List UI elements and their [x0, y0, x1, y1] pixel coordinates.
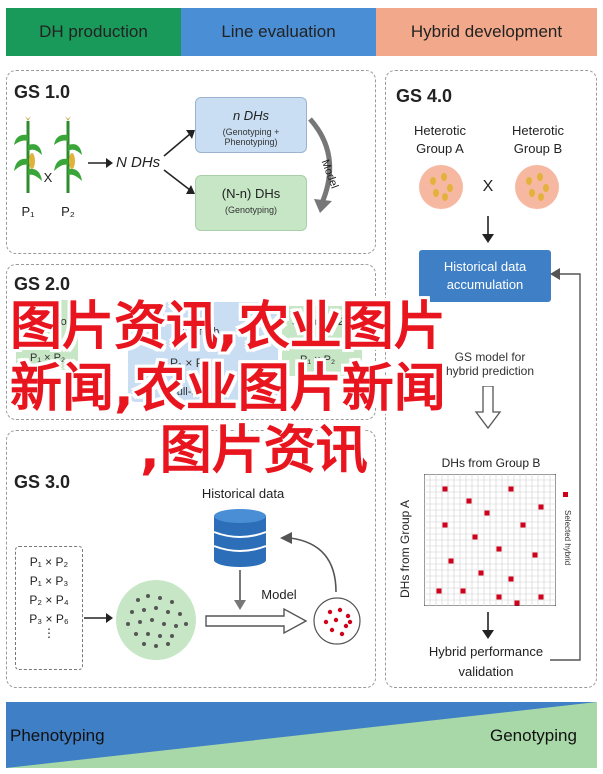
situation1-label: Situation 1 [30, 316, 82, 328]
curved-arrow-icon [280, 532, 337, 593]
tab-label: Hybrid development [410, 22, 563, 41]
historical-data-label: Historical data [201, 486, 285, 501]
selected-hybrid-cell [484, 510, 490, 516]
arrow-right-icon [84, 613, 113, 623]
gs1-panel [6, 70, 376, 254]
overlay-text-line1: 图片资讯,农业图片 [10, 297, 446, 357]
selected-hybrid-cell [466, 498, 472, 504]
tab-dh-production: DH production [6, 8, 181, 56]
selected-hybrid-cell [442, 486, 448, 492]
hybrid-grid [424, 474, 556, 606]
parent-p2-label: P₂ [61, 204, 75, 219]
corn-plant-icon [14, 116, 42, 193]
n-minus-n-dhs-box: (N-n) DHs (Genotyping) [195, 175, 307, 231]
arrow-down-icon [482, 216, 494, 243]
situation2-cross: P₁ × P₂ [300, 354, 336, 366]
tab-label: Line evaluation [221, 22, 336, 41]
database-icon [213, 509, 267, 567]
n-dhs-label: N DHs [116, 154, 161, 171]
group-a-label: Heterotic Group A [413, 123, 467, 156]
arrow-down-icon [482, 612, 494, 639]
n-dhs-box-title: n DHs [232, 108, 270, 123]
parent-p1-label: P₁ [21, 204, 35, 219]
selected-hybrid-cell [472, 534, 478, 540]
cross-symbol: X [43, 170, 53, 185]
cross-item: P₂ × P₄ [29, 593, 69, 607]
selected-hybrid-cell [532, 552, 538, 558]
historical-data-box: Historical data accumulation [419, 250, 551, 302]
selected-hybrid-cell [496, 546, 502, 552]
selected-hybrid-cell [436, 588, 442, 594]
population-circle-icon [116, 580, 196, 660]
gs4-panel [385, 70, 597, 688]
cross-label: P₁ × P₂ [170, 356, 209, 370]
cross-item: ⋮ [43, 626, 55, 640]
tab-line-evaluation: Line evaluation [181, 8, 376, 56]
n-dhs-box-sub: (Genotyping + Phenotyping) [222, 127, 280, 147]
curved-arrow-icon [308, 117, 333, 213]
situation2-label: Situation 2 [292, 316, 344, 328]
selected-hybrid-cell [448, 558, 454, 564]
cross-symbol: X [482, 178, 494, 195]
gs1-title: GS 1.0 [14, 82, 71, 102]
model-label: Model [261, 587, 297, 602]
situation1-cross: P₁ × P₂ [30, 352, 66, 364]
dhs-group-b-label: DHs from Group B [441, 456, 541, 470]
selected-hybrid-cell [442, 522, 448, 528]
seed-group-a-icon [419, 165, 463, 209]
situation2-box [282, 306, 362, 376]
overlay-text-line2: 新闻,农业图片新闻 [10, 359, 446, 419]
seed-group-b-icon [515, 165, 559, 209]
half-sib-label: Half-sib [182, 326, 220, 338]
selected-hybrid-cell [508, 486, 514, 492]
tab-label: DH production [39, 22, 148, 41]
bottom-gradient-bar [6, 702, 597, 768]
selected-circle-icon [313, 597, 361, 645]
gs4-title: GS 4.0 [396, 86, 453, 106]
selected-hybrid-cell [538, 594, 544, 600]
genotyping-label: Genotyping [490, 726, 577, 745]
validation-label: Hybrid performance validation [428, 644, 544, 679]
selected-hybrid-cell [478, 570, 484, 576]
selected-hybrid-cell [496, 594, 502, 600]
n-minus-n-dhs-title: (N-n) DHs [221, 186, 281, 201]
arrow-down-right-icon [163, 169, 195, 194]
cross-item: P₁ × P₂ [29, 555, 69, 569]
arrow-up-right-icon [163, 130, 195, 157]
hollow-arrow-icon [205, 607, 308, 635]
arrow-down-icon [234, 570, 246, 610]
historical-data-text: Historical data accumulation [443, 259, 527, 292]
phenotyping-label: Phenotyping [10, 726, 105, 745]
cross-item: P₃ × P₆ [29, 612, 69, 626]
group-b-label: Heterotic Group B [511, 123, 565, 156]
dhs-group-a-label: DHs from Group A [398, 499, 412, 598]
selected-hybrid-label: Selected hybrid [563, 510, 572, 566]
n-dhs-box: n DHs (Genotyping + Phenotyping) [195, 97, 307, 153]
cross-list: P₁ × P₂ P₁ × P₃ P₂ × P₄ P₃ × P₆ ⋮ [15, 546, 83, 670]
gs2-panel [6, 264, 376, 420]
corn-plant-icon [54, 116, 82, 193]
situation1-box [16, 300, 78, 370]
half-sib-box [128, 302, 278, 402]
selected-hybrid-cell [520, 522, 526, 528]
selected-hybrid-cell [538, 504, 544, 510]
selected-hybrid-cell [508, 576, 514, 582]
gs3-panel [6, 430, 376, 688]
selected-hybrid-cell [514, 600, 520, 606]
full-sib-label: Full-sib [170, 386, 206, 398]
cross-item: P₁ × P₃ [29, 574, 69, 588]
n-minus-n-dhs-sub: (Genotyping) [224, 205, 278, 215]
arrow-right-icon [88, 158, 113, 168]
gs3-title: GS 3.0 [14, 472, 71, 492]
tab-hybrid-development: Hybrid development [376, 8, 597, 56]
feedback-arrow-icon [550, 268, 581, 661]
gs2-title: GS 2.0 [14, 274, 71, 294]
overlay-text-line3: ,图片资讯 [140, 421, 368, 481]
selected-hybrid-cell [460, 588, 466, 594]
gs-model-label: GS model for hybrid prediction [445, 350, 535, 378]
selected-marker [563, 492, 568, 497]
hollow-arrow-down-icon [474, 386, 502, 430]
